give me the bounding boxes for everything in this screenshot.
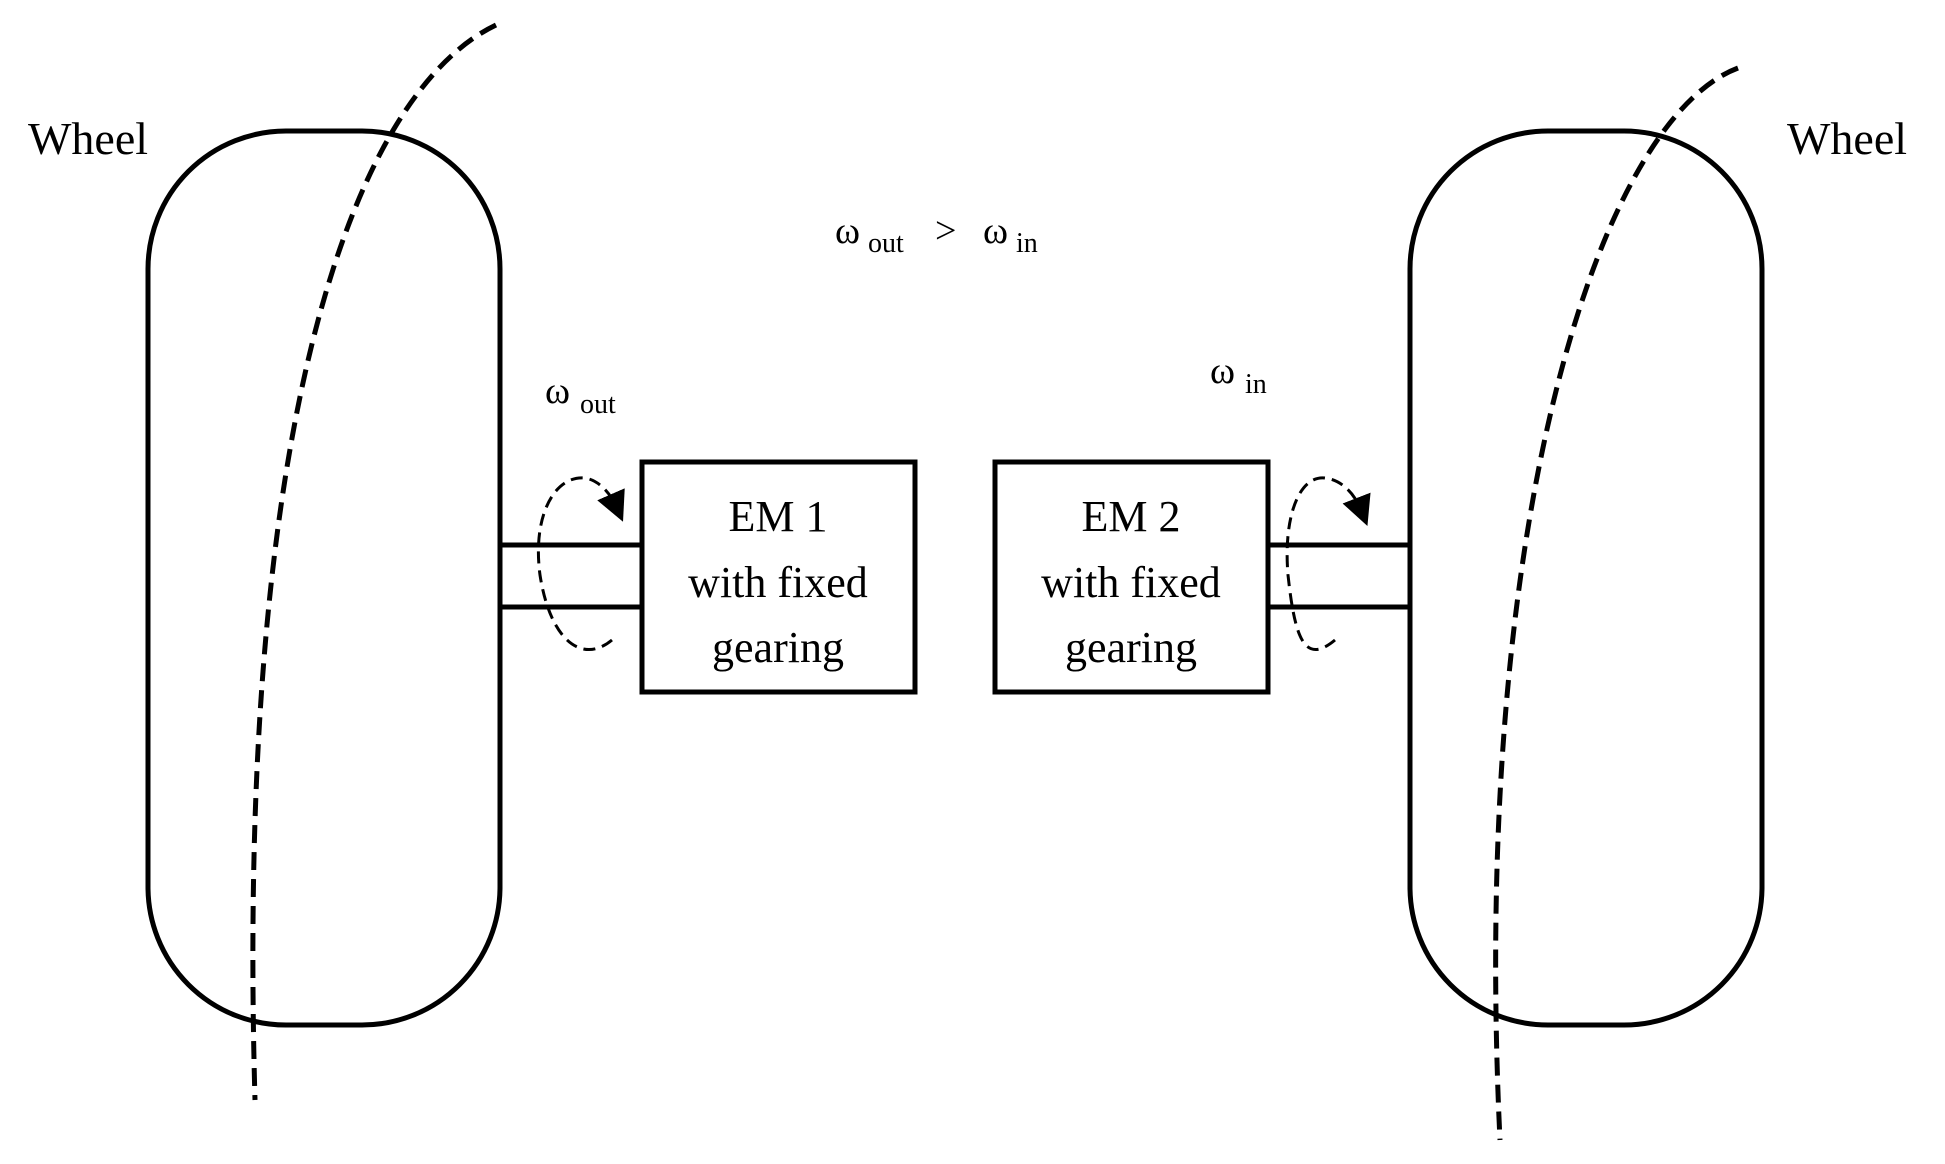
- speed-relation: ω out > ω in: [835, 210, 1038, 259]
- em1-label-line3: gearing: [712, 623, 844, 672]
- em1-box: [639, 459, 918, 695]
- right-wheel-label: Wheel: [1787, 113, 1907, 164]
- left-rotation-arrow: [536, 476, 625, 651]
- left-out-subscript: out: [580, 389, 616, 420]
- relation-out-subscript: out: [868, 228, 904, 259]
- em1-label-line2: with fixed: [688, 558, 868, 607]
- em2-label-line1: EM 2: [1082, 492, 1181, 541]
- left-wheel: [145, 128, 503, 1028]
- relation-omega-out-symbol: ω: [835, 210, 860, 252]
- em1-label-line1: EM 1: [729, 492, 828, 541]
- relation-greater-than: >: [935, 210, 956, 252]
- right-turning-path: [1493, 65, 1739, 1141]
- right-omega-symbol: ω: [1210, 350, 1235, 392]
- em2-box: [992, 459, 1271, 695]
- left-turning-path: [250, 22, 498, 1101]
- left-speed-label: ω out: [545, 370, 616, 420]
- relation-omega-in-symbol: ω: [983, 210, 1008, 252]
- left-wheel-label: Wheel: [28, 113, 148, 164]
- em2-label-line3: gearing: [1065, 623, 1197, 672]
- em2-label-line2: with fixed: [1041, 558, 1221, 607]
- right-in-subscript: in: [1245, 369, 1267, 400]
- left-omega-symbol: ω: [545, 370, 570, 412]
- right-wheel: [1407, 128, 1765, 1028]
- right-speed-label: ω in: [1210, 350, 1267, 400]
- relation-in-subscript: in: [1016, 228, 1038, 259]
- right-rotation-arrow: [1285, 476, 1371, 652]
